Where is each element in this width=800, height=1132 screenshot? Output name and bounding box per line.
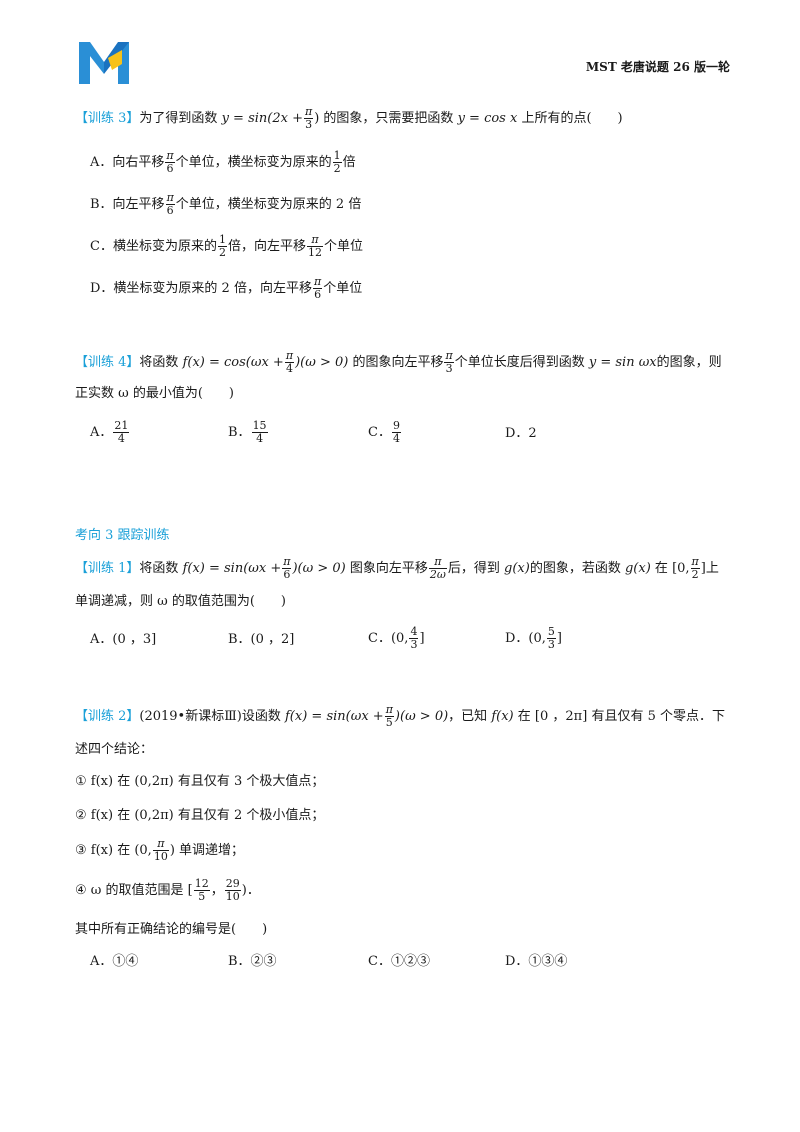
q3-fn1: y = sin(2x + — [221, 111, 303, 126]
q3-stem-b: 的图象，只需要把函数 — [323, 111, 454, 126]
t2-conclusion-1: ① f(x) 在 (0,2π) 有且仅有 3 个极大值点； — [75, 774, 325, 789]
brand-logo-icon — [79, 42, 129, 84]
t2-option-b[interactable]: B．②③ — [228, 954, 277, 969]
q4-option-d[interactable]: D．2 — [505, 426, 537, 441]
t2-stem-line2: 述四个结论： — [75, 742, 154, 757]
q4-tag: 【训练 4】 — [75, 355, 140, 370]
q3-fn1-end: ) — [314, 111, 320, 126]
t2-option-d[interactable]: D．①③④ — [505, 954, 568, 969]
t2-question: 其中所有正确结论的编号是( ) — [75, 922, 268, 937]
t1-stem-line2: 单调递减，则 ω 的取值范围为( ) — [75, 594, 287, 609]
t1-option-b[interactable]: B．(0 ，2] — [228, 632, 295, 647]
q3-stem-c: 上所有的点( ) — [521, 111, 623, 126]
t2-tag: 【训练 2】 — [75, 709, 140, 724]
section-title: 考向 3 跟踪训练 — [75, 528, 170, 543]
q4-stem-line2: 正实数 ω 的最小值为( ) — [75, 386, 235, 401]
t2-conclusion-2: ② f(x) 在 (0,2π) 有且仅有 2 个极小值点； — [75, 808, 325, 823]
t1-option-a[interactable]: A．(0 ，3] — [90, 632, 157, 647]
q3-tag: 【训练 3】 — [75, 111, 140, 126]
header-brand: MST 老唐说题 26 版一轮 — [585, 60, 730, 74]
t2-option-a[interactable]: A．①④ — [90, 954, 139, 969]
t1-tag: 【训练 1】 — [75, 561, 140, 576]
q3-stem-a: 为了得到函数 — [139, 111, 218, 126]
t2-option-c[interactable]: C．①②③ — [368, 954, 430, 969]
q3-fn2: y = cos x — [457, 111, 518, 126]
